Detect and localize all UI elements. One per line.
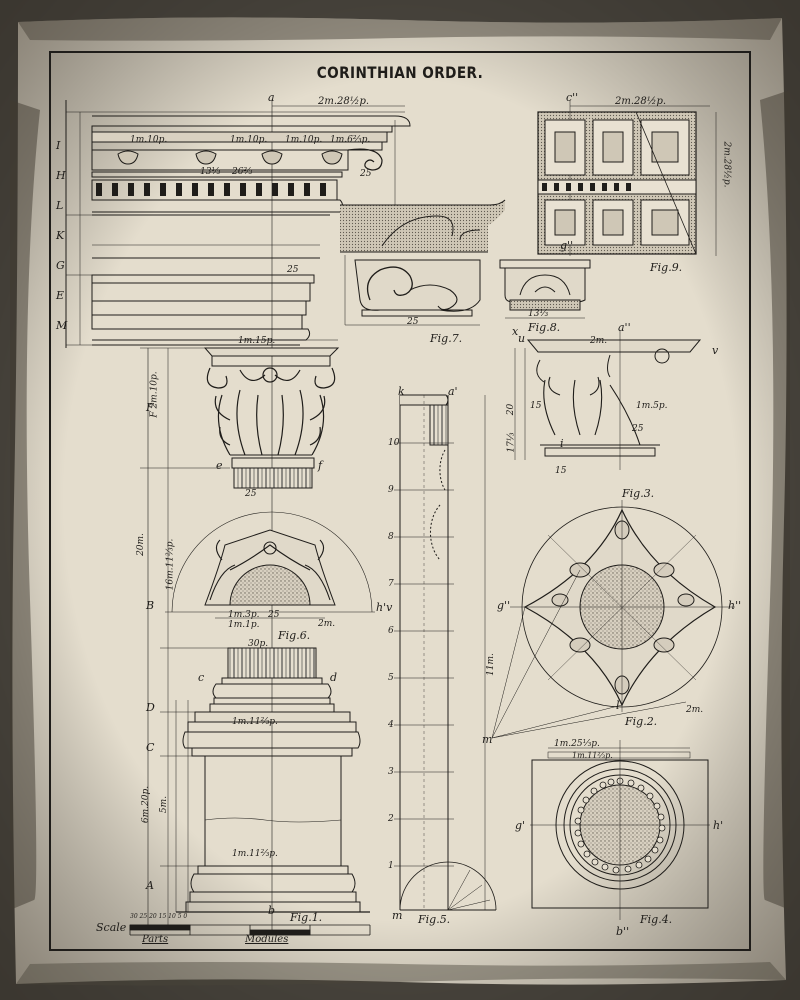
dim-modillion-3: 1m.10p. [285, 135, 323, 145]
scale-label: Scale [96, 921, 127, 934]
letter-h3: h' [713, 819, 724, 832]
letter-i: i [560, 437, 564, 450]
letter-G: G [56, 259, 65, 272]
letter-a: a [268, 91, 275, 104]
shaft-tick-label: 8 [388, 532, 394, 542]
letter-m: m [482, 733, 493, 746]
letter-u: u [518, 332, 526, 345]
letter-F: F [146, 401, 154, 414]
dim-column-height: 20m. [135, 533, 146, 556]
letter-l: l [616, 699, 620, 712]
letter-c2: c'' [566, 91, 579, 104]
figure-label-9: Fig.9. [650, 261, 683, 274]
figure-label-7: Fig.7. [430, 332, 463, 345]
dim-25-e: 25 [268, 610, 280, 620]
dim-25-b: 25 [287, 265, 299, 275]
letter-A: A [146, 879, 154, 892]
dim-fig2-2m: 2m. [686, 705, 704, 715]
dim-modillion-4: 1m.6⅔p. [330, 135, 371, 145]
letter-C: C [146, 741, 155, 754]
dim-shaft-top-30p: 30p. [248, 639, 269, 649]
dim-fig3-20: 20 [506, 403, 517, 416]
letter-k: k [398, 385, 405, 398]
shaft-tick-label: 7 [388, 579, 394, 589]
letter-a3: a' [448, 385, 458, 398]
letter-m2: m [392, 909, 403, 922]
dim-plan-2m: 2m. [318, 619, 336, 629]
letter-b: b [268, 904, 276, 917]
dim-shaft-height: 16m.11⅔p. [165, 538, 176, 591]
figure-label-3: Fig.3. [622, 487, 655, 500]
dim-modillion-1: 1m.10p. [130, 135, 168, 145]
dim-25-a: 25 [360, 169, 372, 179]
figure-label-6: Fig.6. [278, 629, 311, 642]
letter-e: e [216, 459, 223, 472]
shaft-tick-label: 10 [388, 438, 400, 448]
dim-fig3-15b: 15 [555, 466, 567, 476]
letter-f: f [318, 459, 323, 472]
drawing-title: CORINTHIAN ORDER. [316, 63, 484, 82]
dim-fig9-top: 2m.28½p. [615, 96, 667, 107]
letter-x: x [512, 325, 519, 338]
dim-shaft-11m: 11m. [485, 653, 496, 676]
dim-fig3-17: 17⅓ [506, 432, 517, 453]
dim-pedestal-6m20p: 6m.20p. [141, 785, 152, 824]
shaft-tick-label: 6 [388, 626, 394, 636]
letter-I: I [56, 139, 61, 152]
letter-B: B [146, 599, 155, 612]
dim-plan-1m3p: 1m.3p. [228, 610, 260, 620]
dim-fig9-side: 2m.28½p. [721, 141, 732, 188]
shaft-tick-label: 1 [388, 861, 394, 871]
dim-fig4-b: 1m.11⅔p. [572, 751, 613, 760]
dim-abacus: 1m.15p. [238, 336, 276, 346]
dim-fig3-2m: 2m. [590, 336, 608, 346]
dim-pedestal-5m: 5m. [159, 795, 170, 814]
scale-modules: Modules [245, 934, 289, 945]
dim-13: 13⅓ [200, 167, 221, 177]
dim-base-1m11p: 1m.11⅔p. [232, 717, 278, 727]
dim-25-c: 25 [407, 317, 419, 327]
letter-H: H [56, 169, 66, 182]
dim-fig3-1m5p: 1m.5p. [636, 401, 668, 411]
figure-label-4: Fig.4. [640, 913, 673, 926]
dim-plan-1m1p: 1m.1p. [228, 620, 260, 630]
scale-parts: Parts [142, 934, 169, 945]
dim-26: 26⅔ [232, 167, 253, 177]
letter-b2: b'' [616, 925, 630, 938]
figure-label-8: Fig.8. [528, 321, 561, 334]
letter-c: c [198, 671, 205, 684]
letter-h2: h'' [728, 599, 742, 612]
letter-D: D [146, 701, 155, 714]
dim-entablature-projection: 2m.28½p. [318, 96, 370, 107]
shaft-tick-label: 5 [388, 673, 394, 683]
letter-M: M [56, 319, 68, 332]
letter-E: E [56, 289, 65, 302]
letter-d: d [330, 671, 338, 684]
dim-modillion-2: 1m.10p. [230, 135, 268, 145]
figure-label-2: Fig.2. [625, 715, 658, 728]
figure-label-5: Fig.5. [418, 913, 451, 926]
figure-label-1: Fig.1. [290, 911, 323, 924]
letter-g1: g' [515, 819, 526, 832]
letter-hiv: h'v [376, 601, 393, 614]
letter-K: K [56, 229, 65, 242]
shaft-tick-label: 2 [388, 814, 394, 824]
dim-25-d: 25 [245, 489, 257, 499]
dim-pedestal-1m11p: 1m.11⅔p. [232, 849, 278, 859]
letter-g2: g'' [560, 239, 574, 252]
shaft-tick-label: 9 [388, 485, 394, 495]
scale-ticks: 30 25 20 15 10 5 0 [130, 913, 188, 920]
dim-fig4-a: 1m.25⅓p. [554, 739, 600, 749]
letter-L: L [56, 199, 64, 212]
letter-a2: a'' [618, 321, 631, 334]
shaft-tick-label: 3 [388, 767, 394, 777]
letter-g3: g'' [497, 599, 511, 612]
letter-v: v [712, 344, 719, 357]
dim-fig3-15a: 15 [530, 401, 542, 411]
shaft-tick-label: 4 [388, 720, 394, 730]
dim-25-f: 25 [632, 424, 644, 434]
dim-fig8-13: 13⅓ [528, 309, 549, 319]
